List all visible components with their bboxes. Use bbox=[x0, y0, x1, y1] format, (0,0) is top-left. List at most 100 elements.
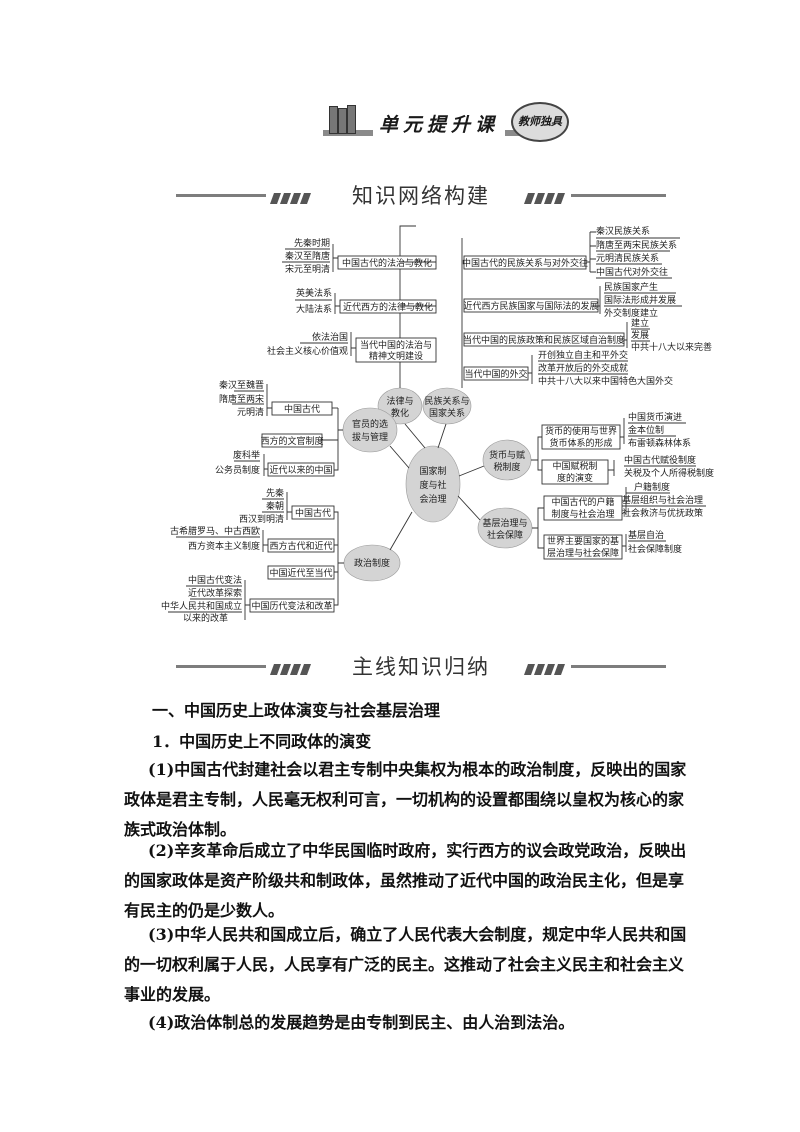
ethnic-item-12: 改革开放后的外交成就 bbox=[538, 362, 628, 374]
hub-ethnic-label-1: 民族关系与 bbox=[424, 395, 469, 407]
law-bracket-3 bbox=[350, 332, 356, 356]
political-bracket-2 bbox=[262, 530, 268, 552]
official-item-5: 公务员制度 bbox=[215, 464, 260, 476]
official-box-2-label: 西方的文官制度 bbox=[260, 435, 323, 447]
law-box-2 bbox=[339, 299, 437, 314]
hub-grassroots-label-2: 社会保障 bbox=[487, 529, 523, 541]
center-node bbox=[405, 445, 461, 523]
currency-box-1 bbox=[541, 424, 621, 450]
books-icon bbox=[327, 105, 365, 138]
section-title-summary: 主线知识归纳 bbox=[352, 655, 490, 679]
law-item-4: 英美法系 bbox=[296, 287, 332, 299]
official-box-1-label: 中国古代 bbox=[284, 403, 320, 415]
ethnic-item-11: 开创独立自主和平外交 bbox=[538, 349, 628, 361]
ethnic-item-10: 中共十八大以来完善 bbox=[631, 341, 712, 353]
heading-rule-left bbox=[176, 194, 266, 197]
official-item-2: 隋唐至两宋 bbox=[219, 393, 264, 405]
currency-bracket-2 bbox=[608, 460, 615, 476]
grassroots-item-3: 社会救济与优抚政策 bbox=[622, 507, 703, 519]
ethnic-item-13: 中共十八大以来中国特色大国外交 bbox=[538, 375, 673, 387]
heading-rule-left-2 bbox=[176, 665, 266, 668]
currency-item-2: 金本位制 bbox=[628, 424, 664, 436]
law-box-3-label-2: 精神文明建设 bbox=[369, 350, 423, 362]
section-heading-network: 知识网络构建 bbox=[176, 178, 666, 212]
grassroots-item-5: 社会保障制度 bbox=[628, 543, 682, 555]
banner-title: 单元提升课 bbox=[373, 110, 506, 137]
ethnic-item-2: 隋唐至两宋民族关系 bbox=[596, 239, 677, 251]
ethnic-underlines-2 bbox=[604, 292, 682, 307]
official-box-3-label: 近代以来的中国 bbox=[269, 464, 332, 476]
paragraph-1: (1)中国古代封建社会以君主专制中央集权为根本的政治制度，反映出的国家 政体是君… bbox=[124, 755, 704, 845]
grassroots-item-2: 基层组织与社会治理 bbox=[622, 494, 703, 506]
paragraph-4-line-1: (4)政治体制总的发展趋势是由专制到民主、由人治到法治。 bbox=[148, 1013, 575, 1032]
law-item-3: 宋元至明清 bbox=[285, 263, 330, 275]
paragraph-2-line-3: 有民主的仍是少数人。 bbox=[124, 901, 285, 920]
law-trunk bbox=[399, 225, 416, 388]
political-item-1: 先秦 bbox=[266, 487, 284, 499]
paragraph-2-line-2: 的国家政体是资产阶级共和制政体，虽然推动了近代中国的政治民主化，但是享 bbox=[124, 871, 685, 890]
teacher-seal-badge: 教师独具 bbox=[511, 102, 569, 142]
hub-official-label-2: 拔与管理 bbox=[352, 431, 388, 443]
ethnic-box-1 bbox=[463, 255, 587, 270]
political-underlines-1 bbox=[262, 498, 284, 513]
link-center-political bbox=[389, 511, 413, 551]
ethnic-underlines-4 bbox=[538, 360, 628, 375]
ethnic-box-2 bbox=[463, 298, 599, 313]
official-box-2 bbox=[261, 433, 323, 448]
currency-box-1-label-1: 货币的使用与世界 bbox=[545, 425, 617, 437]
paragraph-1-line-2: 政体是君主专制，人民毫无权利可言，一切机构的设置都围绕以皇权为核心的家 bbox=[124, 790, 685, 809]
paragraph-3: (3)中华人民共和国成立后，确立了人民代表大会制度，规定中华人民共和国 的一切权… bbox=[124, 920, 704, 1010]
link-center-grassroots bbox=[457, 495, 481, 521]
ethnic-box-4 bbox=[463, 366, 529, 381]
political-box-2 bbox=[267, 538, 335, 553]
law-item-6: 依法治国 bbox=[312, 331, 348, 343]
political-item-8: 中华人民共和国成立 bbox=[161, 600, 242, 612]
ethnic-item-5: 民族国家产生 bbox=[604, 281, 658, 293]
ethnic-box-2-label: 近代西方民族国家与国际法的发展 bbox=[463, 300, 598, 312]
unit-banner: 单元提升课 教师独具 bbox=[323, 102, 573, 152]
ethnic-item-4: 中国古代对外交往 bbox=[596, 266, 668, 278]
hub-law-label-1: 法律与 bbox=[386, 395, 413, 407]
grassroots-item-1: 户籍制度 bbox=[634, 481, 670, 493]
paragraph-2: (2)辛亥革命后成立了中华民国临时政府，实行西方的议会政党政治，反映出 的国家政… bbox=[124, 836, 704, 926]
grassroots-bracket-1 bbox=[622, 487, 627, 515]
political-item-7: 近代改革探索 bbox=[188, 587, 242, 599]
heading-level-1: 一、中国历史上政体演变与社会基层治理 bbox=[152, 701, 441, 720]
ethnic-box-3-label: 当代中国的民族政策和民族区域自治制度 bbox=[463, 334, 625, 346]
law-box-3 bbox=[355, 337, 437, 363]
currency-item-3: 布雷顿森林体系 bbox=[628, 437, 691, 449]
political-underlines-4 bbox=[168, 585, 242, 613]
law-item-2: 秦汉至隋唐 bbox=[285, 250, 330, 262]
law-bracket-2 bbox=[334, 293, 340, 314]
ethnic-box-3 bbox=[463, 332, 625, 347]
grassroots-item-4: 基层自治 bbox=[628, 529, 664, 541]
ethnic-item-6: 国际法形成并发展 bbox=[604, 294, 676, 306]
ethnic-box-4-label: 当代中国的外交 bbox=[464, 368, 527, 380]
official-bracket-3 bbox=[263, 454, 268, 476]
link-center-currency bbox=[458, 465, 485, 477]
paragraph-1-line-1: (1)中国古代封建社会以君主专制中央集权为根本的政治制度，反映出的国家 bbox=[148, 760, 687, 779]
political-item-3: 西汉到明清 bbox=[239, 513, 284, 525]
political-box-2-label: 西方古代和近代 bbox=[269, 540, 332, 552]
section-heading-summary: 主线知识归纳 bbox=[176, 649, 666, 683]
ethnic-bracket-1 bbox=[586, 231, 596, 273]
paragraph-4: (4)政治体制总的发展趋势是由专制到民主、由人治到法治。 bbox=[124, 1008, 704, 1038]
paragraph-3-line-1: (3)中华人民共和国成立后，确立了人民代表大会制度，规定中华人民共和国 bbox=[148, 925, 687, 944]
ethnic-underlines-3 bbox=[631, 328, 650, 342]
paragraph-3-line-3: 事业的发展。 bbox=[124, 985, 221, 1004]
political-bracket-4 bbox=[244, 580, 250, 620]
official-item-3: 元明清 bbox=[237, 406, 264, 418]
ethnic-box-1-label: 中国古代的民族关系与对外交往 bbox=[462, 257, 588, 269]
ethnic-item-1: 秦汉民族关系 bbox=[596, 225, 650, 237]
official-item-1: 秦汉至魏晋 bbox=[219, 379, 264, 391]
political-box-3-label: 中国近代至当代 bbox=[269, 567, 332, 579]
hub-official-label-1: 官员的选 bbox=[352, 418, 388, 430]
currency-item-4: 中国古代赋役制度 bbox=[624, 454, 696, 466]
law-item-5: 大陆法系 bbox=[296, 303, 332, 315]
grassroots-underlines-1 bbox=[626, 492, 706, 507]
political-item-4: 古希腊罗马、中古西欧 bbox=[170, 525, 260, 537]
grassroots-box-1 bbox=[543, 495, 623, 521]
currency-underlines-1 bbox=[628, 422, 686, 437]
currency-box-2-label-2: 度的演变 bbox=[557, 472, 593, 484]
